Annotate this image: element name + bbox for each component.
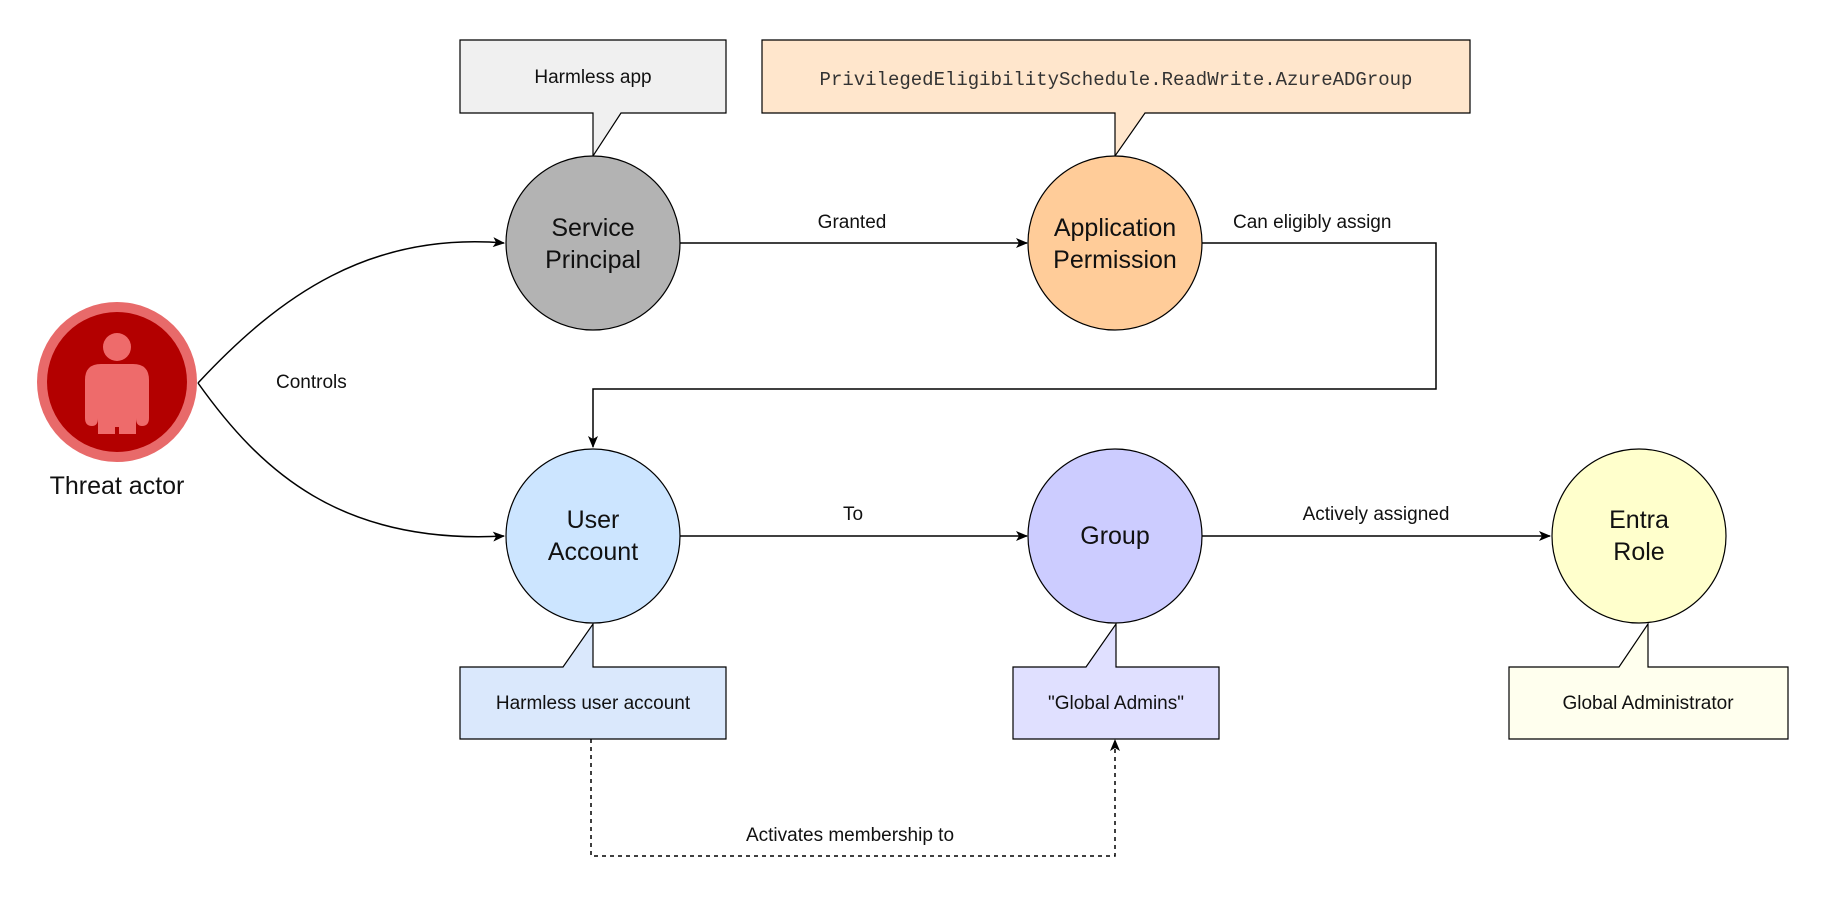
callout-permission-name: PrivilegedEligibilitySchedule.ReadWrite.…: [761, 39, 1471, 158]
node-label-line1: Service: [551, 214, 634, 242]
callout-harmless-user-account: Harmless user account: [459, 622, 727, 740]
edge-label-to: To: [843, 504, 863, 525]
callout-text: Harmless app: [534, 67, 651, 88]
edge-label-activates-membership: Activates membership to: [746, 825, 954, 846]
node-label-line1: User: [567, 506, 620, 534]
callout-text: "Global Admins": [1048, 693, 1184, 714]
edge-controls-service-principal: [197, 237, 505, 384]
callout-text: PrivilegedEligibilitySchedule.ReadWrite.…: [820, 69, 1413, 91]
edge-label-can-eligibly-assign: Can eligibly assign: [1233, 212, 1391, 233]
person-icon: [85, 333, 149, 434]
edge-label-granted: Granted: [818, 212, 887, 233]
node-service-principal: Service Principal: [505, 155, 681, 331]
callout-text: Harmless user account: [496, 693, 691, 714]
node-user-account: User Account: [505, 448, 681, 624]
edge-can-eligibly-assign: [588, 242, 1437, 448]
edge-activates-membership: [590, 739, 1120, 857]
threat-actor-label: Threat actor: [50, 472, 185, 500]
node-label-line2: Principal: [545, 246, 641, 274]
callout-global-administrator: Global Administrator: [1508, 622, 1789, 740]
node-label-line2: Permission: [1053, 246, 1177, 274]
node-threat-actor: Threat actor: [37, 302, 197, 500]
node-label-line1: Entra: [1609, 506, 1669, 534]
node-entra-role: Entra Role: [1551, 448, 1727, 624]
callout-global-admins: "Global Admins": [1012, 622, 1220, 740]
node-label-line2: Account: [548, 538, 638, 566]
edge-controls-user-account: [197, 382, 505, 542]
callout-text: Global Administrator: [1562, 693, 1734, 714]
node-application-permission: Application Permission: [1027, 155, 1203, 331]
edge-label-controls: Controls: [276, 372, 347, 393]
node-label: Group: [1080, 522, 1149, 550]
callout-harmless-app: Harmless app: [459, 39, 727, 159]
node-group: Group: [1027, 448, 1203, 624]
edge-label-actively-assigned: Actively assigned: [1303, 504, 1450, 525]
node-label-line2: Role: [1613, 538, 1664, 566]
node-label-line1: Application: [1054, 214, 1176, 242]
